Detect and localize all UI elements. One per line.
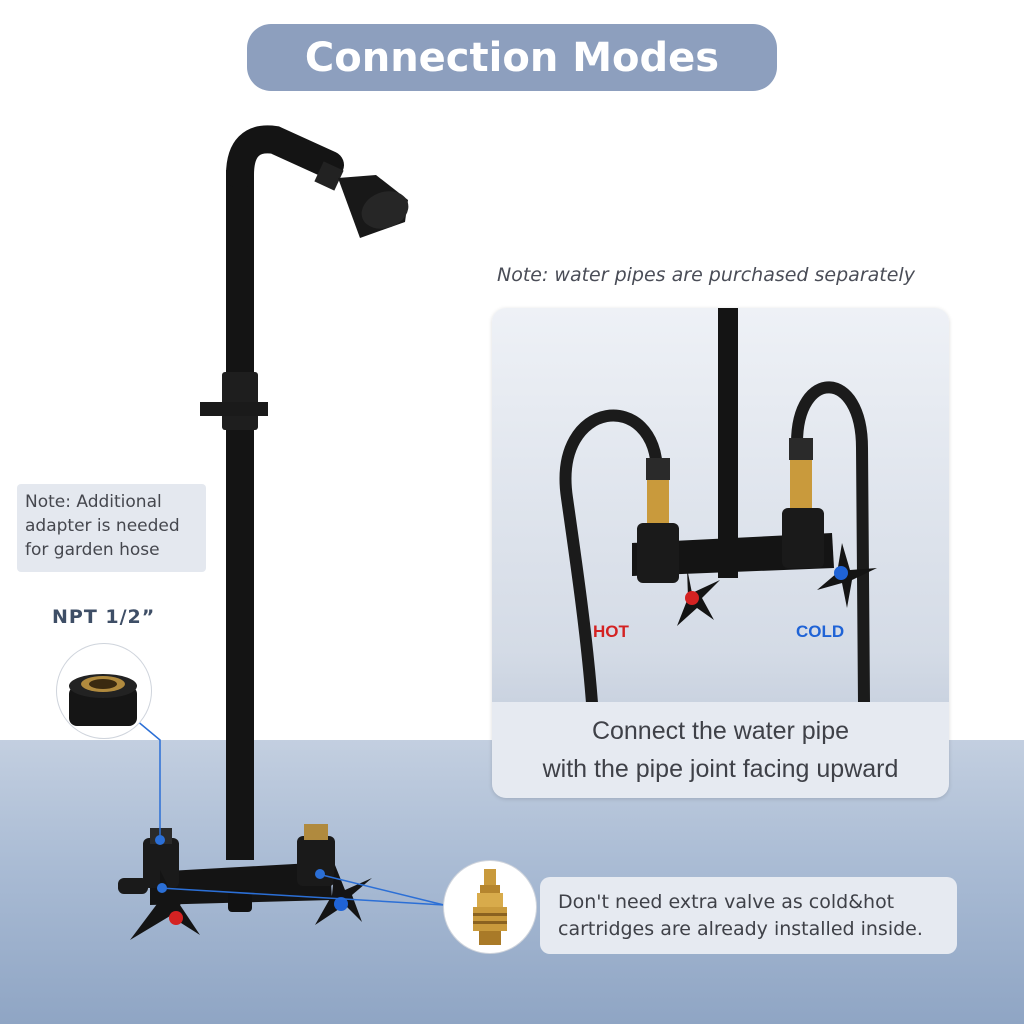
gooseneck-pipe	[226, 125, 344, 189]
center-outlet	[228, 890, 252, 912]
wall-bracket-arm	[200, 402, 268, 416]
shower-head-face	[361, 191, 409, 229]
connection-photo	[559, 308, 877, 704]
photo-cold-indicator	[834, 566, 848, 580]
left-side-nub	[118, 878, 148, 894]
right-valve-thread	[304, 824, 328, 840]
riser-pipe	[226, 170, 254, 860]
cold-brass-joint	[790, 460, 812, 510]
photo-caption: Connect the water pipe with the pipe joi…	[492, 702, 949, 798]
cartridge-callout-line-left	[159, 887, 445, 906]
pipes-note: Note: water pipes are purchased separate…	[497, 264, 915, 286]
right-valve-inlet	[297, 836, 335, 886]
photo-hot-valve	[637, 523, 679, 583]
photo-caption-line1: Connect the water pipe	[591, 717, 850, 745]
cartridge-note: Don't need extra valve as cold&hot cartr…	[540, 877, 957, 954]
connection-photo-panel: HOT COLD Connect the water pipe with the…	[492, 308, 949, 798]
cartridge-callout-dot-left	[157, 883, 167, 893]
adapter-callout-line	[129, 714, 161, 840]
photo-caption-line2: with the pipe joint facing upward	[542, 755, 899, 783]
left-cross-handle	[130, 870, 200, 940]
hot-label: HOT	[593, 622, 629, 641]
adapter-callout-dot	[155, 835, 165, 845]
cartridge-closeup	[444, 861, 536, 953]
cartridge-callout-line-right	[321, 874, 445, 906]
cartridge-image	[473, 869, 507, 945]
adapter-note-line1: Note: Additional	[25, 492, 162, 512]
cold-indicator	[334, 897, 348, 911]
hot-brass-joint	[647, 480, 669, 530]
cold-hose-nut	[789, 438, 813, 460]
cartridge-note-line1: Don't need extra valve as cold&hot	[558, 890, 895, 913]
cartridge-callout-dot-right	[315, 869, 325, 879]
photo-cold-valve	[782, 508, 824, 568]
adapter-note-line2: adapter is needed	[25, 516, 180, 536]
cold-label: COLD	[796, 622, 845, 641]
adapter-note-line3: for garden hose	[25, 540, 160, 560]
hot-hose-nut	[646, 458, 670, 480]
right-cross-handle	[315, 865, 372, 925]
npt-label: NPT 1/2”	[52, 606, 156, 628]
adapter-note: Note: Additional adapter is needed for g…	[17, 484, 206, 572]
shower-arm-joint	[314, 161, 344, 191]
adapter-closeup	[57, 644, 151, 738]
wall-bracket	[222, 372, 258, 430]
hot-indicator	[169, 911, 183, 925]
cartridge-note-line2: cartridges are already installed inside.	[558, 917, 923, 940]
cold-hose	[791, 381, 870, 704]
valve-body	[150, 862, 332, 905]
page-title: Connection Modes	[247, 24, 777, 91]
left-valve-inlet	[143, 838, 179, 888]
hot-hose	[559, 409, 663, 704]
photo-riser-pipe	[718, 308, 738, 578]
adapter-closeup-image	[69, 674, 137, 726]
photo-hot-indicator	[685, 591, 699, 605]
